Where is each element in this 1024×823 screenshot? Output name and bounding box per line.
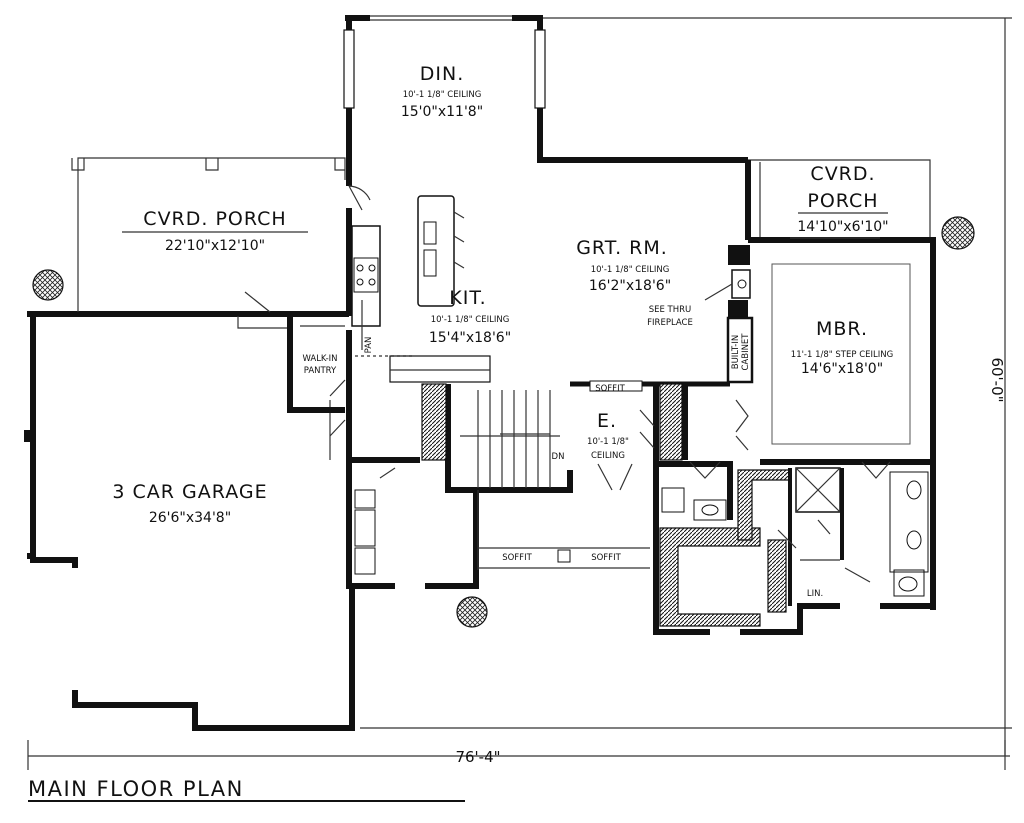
builtin-label-2: CABINET — [741, 333, 751, 371]
right-porch-label-1: CVRD. — [810, 163, 875, 185]
great-room-ceiling: 10'-1 1/8" CEILING — [591, 265, 670, 275]
labels: DIN. 10'-1 1/8" CEILING 15'0"x11'8" CVRD… — [28, 63, 1006, 802]
kitchen-label: KIT. — [449, 287, 486, 309]
shrub-icon — [941, 216, 975, 250]
pantry-label-1: WALK-IN — [302, 354, 337, 364]
entry-ceiling-1: 10'-1 1/8" — [587, 437, 629, 447]
left-porch-label: CVRD. PORCH — [143, 208, 286, 230]
kitchen-ceiling: 10'-1 1/8" CEILING — [431, 315, 510, 325]
stair-treads — [460, 390, 560, 488]
master-label: MBR. — [816, 318, 868, 340]
soffit-top-label: SOFFIT — [595, 384, 625, 394]
linen-label: LIN. — [807, 589, 823, 599]
dimension-lines — [27, 17, 1012, 770]
pantry-label-2: PANTRY — [304, 366, 337, 376]
overall-width: 76'-4" — [455, 748, 500, 766]
dining-ceiling: 10'-1 1/8" CEILING — [403, 90, 482, 100]
soffit-bottom-right-label: SOFFIT — [591, 553, 621, 563]
fireplace-label-2: FIREPLACE — [647, 318, 693, 328]
entry-ceiling-2: CEILING — [591, 451, 625, 461]
doors — [639, 399, 891, 479]
entry-label: E. — [597, 410, 617, 432]
master-bedroom — [704, 237, 936, 610]
stair-dn-label: DN — [552, 452, 565, 462]
shrub-icon — [32, 269, 64, 301]
plan-title: MAIN FLOOR PLAN — [28, 777, 244, 801]
master-ceiling: 11'-1 1/8" STEP CEILING — [791, 350, 893, 360]
dining-size: 15'0"x11'8" — [401, 104, 483, 120]
garage-size: 26'6"x34'8" — [149, 510, 231, 526]
right-porch — [745, 159, 975, 250]
pantry — [287, 311, 349, 437]
pan-label: PAN — [364, 337, 374, 354]
builtin-label-1: BUILT-IN — [731, 335, 741, 369]
great-room-label: GRT. RM. — [576, 237, 668, 259]
left-porch — [32, 157, 346, 329]
laundry — [346, 460, 479, 589]
stair-area — [346, 330, 730, 493]
kitchen-size: 15'4"x18'6" — [429, 330, 511, 346]
bath-block — [653, 460, 933, 635]
right-porch-label-2: PORCH — [807, 190, 878, 212]
overall-depth: 60'-0" — [988, 357, 1006, 402]
front-soffit — [456, 490, 650, 628]
left-porch-size: 22'10"x12'10" — [165, 238, 265, 254]
dining-walls — [343, 15, 748, 316]
dining-label: DIN. — [420, 63, 465, 85]
fireplace-label-1: SEE THRU — [649, 305, 692, 315]
master-size: 14'6"x18'0" — [801, 361, 883, 377]
right-porch-size: 14'10"x6'10" — [797, 219, 888, 235]
shrub-icon — [456, 596, 488, 628]
soffit-bottom-left-label: SOFFIT — [502, 553, 532, 563]
great-room-size: 16'2"x18'6" — [589, 278, 671, 294]
kitchen — [351, 195, 465, 350]
garage-label: 3 CAR GARAGE — [112, 481, 267, 503]
